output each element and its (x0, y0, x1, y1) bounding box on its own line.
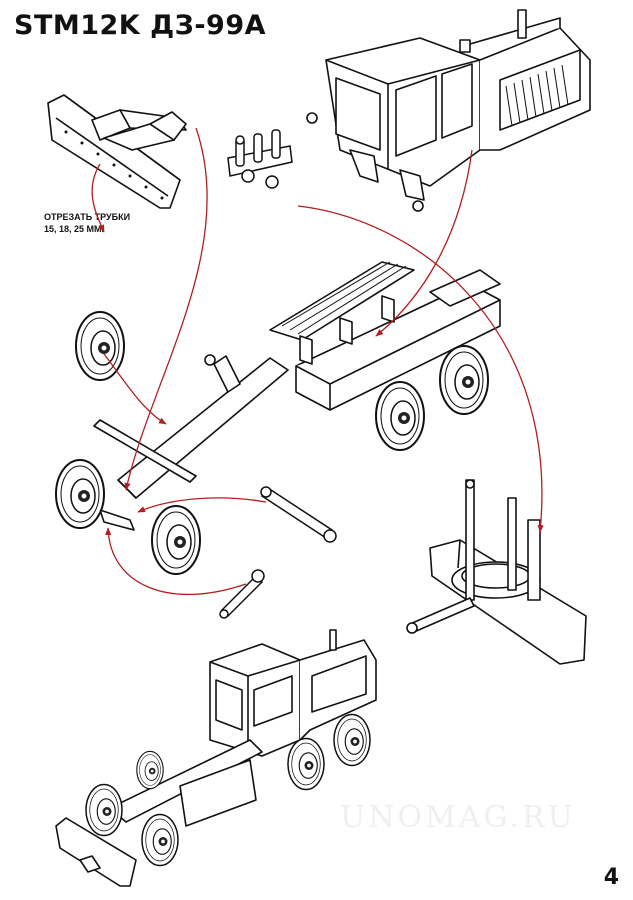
dozer-blade-part (47, 94, 187, 209)
hydraulic-cylinder-part (219, 486, 337, 619)
hydraulic-fittings-part (227, 129, 293, 189)
assembled-grader (55, 629, 377, 887)
page-number: 4 (603, 865, 619, 890)
page-title: STM12K ДЗ-99А (14, 10, 267, 41)
chassis-frame-part (93, 261, 501, 531)
assembly-note: ОТРЕЗАТЬ ТРУБКИ 15, 18, 25 ММ. (44, 212, 131, 234)
watermark: UNOMAG.RU (340, 800, 576, 835)
assembly-arrows (91, 127, 544, 596)
grader-blade-part (406, 479, 587, 665)
cab-engine-part (306, 9, 591, 212)
spare-wheel-part (75, 311, 125, 381)
